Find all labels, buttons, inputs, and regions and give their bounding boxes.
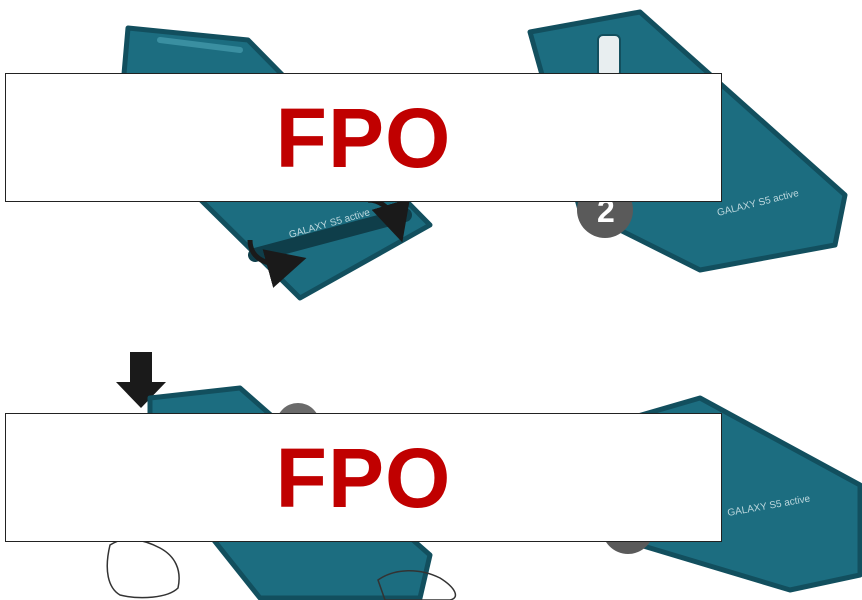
- hand-outline-icon: [107, 539, 179, 597]
- fpo-placeholder-bottom: FPO: [5, 413, 722, 542]
- fpo-label: FPO: [276, 96, 452, 180]
- fpo-placeholder-top: FPO: [5, 73, 722, 202]
- camera-module: [598, 35, 620, 77]
- fpo-label: FPO: [276, 436, 452, 520]
